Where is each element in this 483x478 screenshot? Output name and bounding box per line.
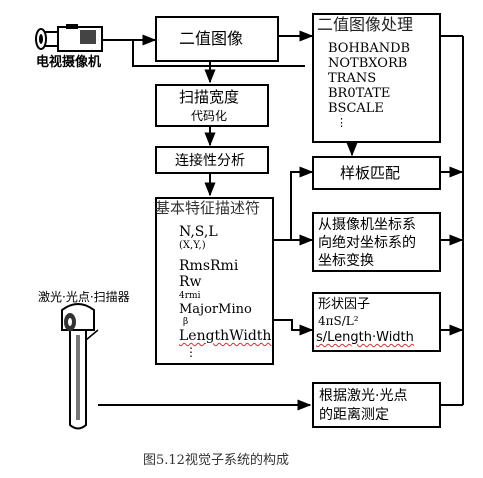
coordinate-transform-box: 从摄像机坐标系 向绝对坐标系的 坐标变换 [312,212,441,272]
feedback-line [132,40,305,67]
connectivity-box: 连接性分析 [155,146,269,174]
processing-item: NOTBXORB [328,56,408,71]
figure-caption: 图5.12视觉子系统的构成 [143,453,289,468]
feature-item: LengthWidth [179,328,272,344]
shape-factor-box: 形状因子 4πS/L² s/Length·Width [312,292,441,352]
shape-factor-title: 形状因子 [318,297,371,312]
template-matching-box: 样板匹配 [312,156,441,190]
distance-measurement-box: 根据激光·光点 的距离测定 [312,382,441,428]
connectivity-label: 连接性分析 [175,153,245,169]
feature-item: Rw [179,274,202,290]
laser-scanner-icon [61,303,99,430]
processing-item: BR0TATE [328,86,391,101]
shape-factor-formula: s/Length·Width [316,330,414,345]
arrow-features-to-shape [273,319,314,336]
shape-factor-formula: 4πS/L² [318,314,359,328]
binary-image-box: 二值图像 [155,16,279,62]
processing-item: BOHBANDB [328,41,411,56]
feature-item: RmsRmi [179,258,239,274]
processing-item: BSCALE [328,101,384,116]
binary-image-label: 二值图像 [179,29,244,48]
binary-processing-box: 二值图像处理 BOHBANDB NOTBXORB TRANS BR0TATE B… [312,13,441,143]
tv-camera-icon [35,24,103,52]
feature-item: 4rmi [179,291,201,301]
feature-item: N,S,L [179,224,218,240]
scan-coding-label: 代码化 [191,109,228,123]
distance-line: 根据激光·光点 [319,388,408,404]
binary-processing-title: 二值图像处理 [317,15,414,34]
transform-line: 向绝对坐标系的 [318,235,416,251]
scan-width-label: 扫描宽度 [179,88,240,106]
transform-line: 坐标变换 [318,253,374,269]
processing-item: ⋮ [336,116,347,129]
feature-item: (X,Y,) [179,240,206,251]
feature-descriptors-title: 基本特征描述符 [155,199,261,217]
feature-descriptors-box: 基本特征描述符 N,S,L (X,Y,) RmsRmi Rw 4rmi Majo… [155,197,274,365]
scan-width-box: 扫描宽度 代码化 [155,84,269,127]
feature-item: MajorMino [179,302,252,317]
template-matching-label: 样板匹配 [340,164,401,182]
camera-label: 电视摄像机 [36,55,102,70]
distance-line: 的距离测定 [319,407,389,423]
feature-item: ⋮ [185,345,197,359]
transform-line: 从摄像机坐标系 [318,217,416,233]
feature-item: β [183,317,189,327]
arrow-features-to-match [273,166,314,241]
processing-item: TRANS [328,71,377,86]
laser-label: 激光·光点·扫描器 [38,290,130,304]
